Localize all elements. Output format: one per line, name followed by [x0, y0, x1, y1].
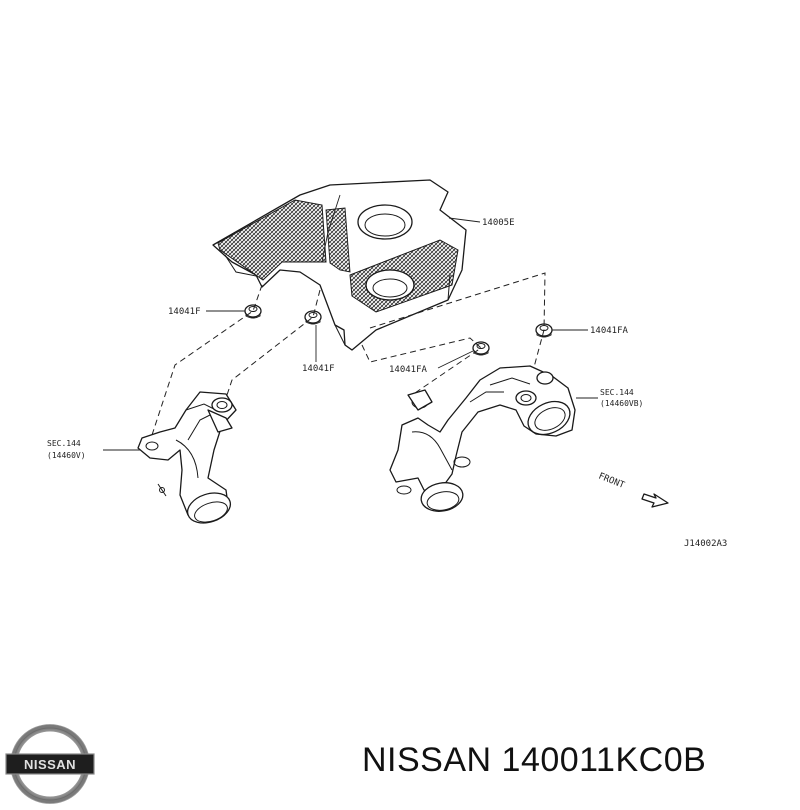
part-title: NISSAN 140011KC0B [362, 741, 707, 779]
label-stud-left: 14041F [168, 307, 201, 317]
label-sec-right-2: (14460VB) [600, 399, 643, 408]
label-front: FRONT [597, 472, 626, 492]
left-air-duct [137, 391, 237, 524]
stud-mid-icon [304, 310, 322, 325]
label-cover: 14005E [482, 218, 515, 228]
stud-left-icon [244, 304, 262, 319]
assembly-lines [151, 272, 546, 436]
nissan-logo-icon: NISSAN [5, 724, 95, 804]
label-sec-left-1: SEC.144 [47, 439, 81, 448]
label-stud-right: 14041FA [590, 326, 629, 336]
stud-mid-right-icon [472, 341, 490, 356]
engine-cover [212, 179, 467, 351]
front-arrow-icon [641, 493, 669, 508]
leader-lines [103, 194, 598, 451]
label-sec-left-2: (14460V) [47, 451, 86, 460]
label-sec-right-1: SEC.144 [600, 388, 634, 397]
logo-text: NISSAN [24, 757, 76, 772]
label-stud-mid: 14041F [302, 364, 335, 374]
label-stud-mid-right: 14041FA [389, 365, 428, 375]
right-air-duct [389, 365, 576, 512]
drawing-id: J14002A3 [684, 539, 727, 549]
front-indicator: FRONT [597, 472, 669, 508]
